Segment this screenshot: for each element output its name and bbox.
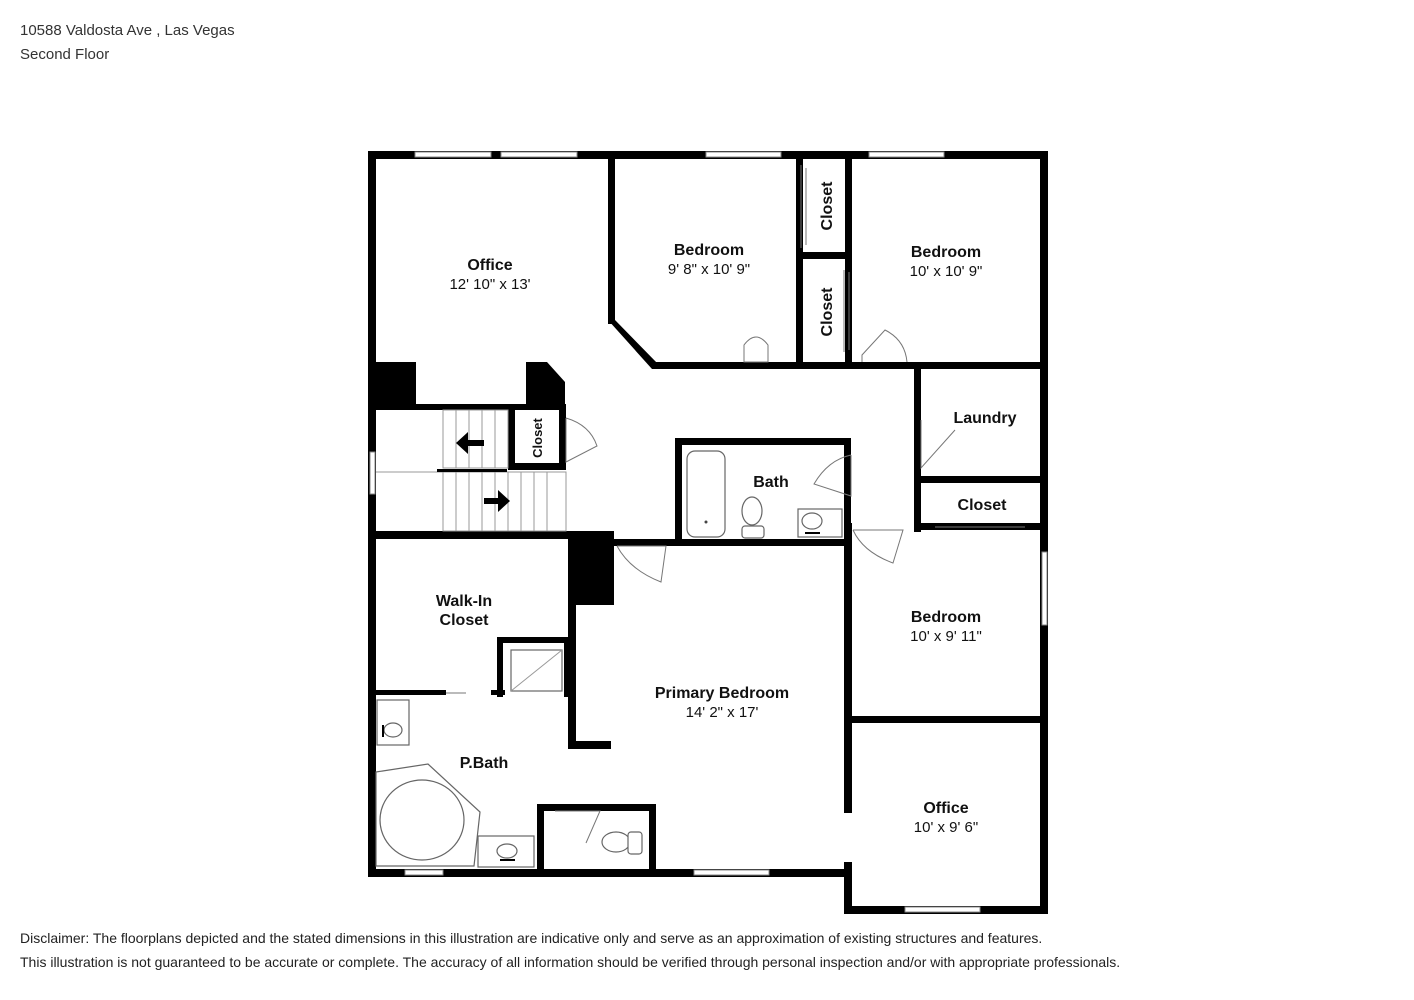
wall-bed-c-left <box>844 523 852 810</box>
room-name: P.Bath <box>460 755 509 772</box>
wall-pillar-right <box>526 362 565 408</box>
fixtures <box>375 450 843 868</box>
door-bedroom-b <box>861 329 908 363</box>
wall-bottom-left <box>368 869 852 877</box>
wall-bath-top <box>675 438 851 445</box>
door-bedroom-c <box>852 529 904 564</box>
wall-bottom-step <box>844 862 852 914</box>
wall-stair-closet-left <box>508 404 515 470</box>
wall-stair-bottom <box>376 531 614 539</box>
door-bath <box>813 454 852 497</box>
wall-pbath-top <box>376 690 446 695</box>
room-name: Bath <box>753 474 789 491</box>
wall-office-left <box>844 723 852 813</box>
wall-laundry-left <box>914 362 921 532</box>
room-dimensions: 10' x 9' 6" <box>914 819 978 836</box>
room-name: Walk-In <box>436 593 492 610</box>
disclaimer-line-2: This illustration is not guaranteed to b… <box>20 954 1121 970</box>
wall-bed-b-bottom <box>845 362 1048 369</box>
room-name: Office <box>923 800 968 817</box>
wall-right <box>1040 151 1048 914</box>
window <box>904 906 981 913</box>
room-labels: Office 12' 10" x 13' Bedroom 9' 8" x 10'… <box>436 181 1017 836</box>
wall-stair-closet-bottom <box>508 463 566 470</box>
window <box>500 151 578 158</box>
room-name: Closet <box>819 181 836 231</box>
room-name: Closet <box>440 612 490 629</box>
room-name: Bedroom <box>911 244 981 261</box>
wall-shower-stub <box>491 690 505 695</box>
doors <box>446 165 1025 844</box>
wall-bath-left <box>675 438 682 546</box>
wall-wc-top <box>537 804 656 811</box>
wall-bed-c-bottom <box>844 716 1048 723</box>
wall-wc-left <box>537 804 544 874</box>
wall-wc-right <box>649 804 656 874</box>
floor-label: Second Floor <box>20 46 110 63</box>
window <box>414 151 492 158</box>
door-stair-closet <box>565 417 598 463</box>
wall-left <box>368 151 376 877</box>
wall-closet-mid <box>796 252 852 259</box>
arrow-right-icon <box>484 490 510 512</box>
window <box>404 869 444 876</box>
window <box>705 151 782 158</box>
toilet-icon <box>601 831 631 853</box>
windows <box>369 151 1048 913</box>
wall-laundry-bottom <box>914 476 1048 483</box>
room-name: Laundry <box>953 410 1016 427</box>
room-name: Bedroom <box>674 242 744 259</box>
room-dimensions: 9' 8" x 10' 9" <box>668 261 750 278</box>
staircase <box>376 409 567 532</box>
room-name: Primary Bedroom <box>655 685 789 702</box>
room-dimensions: 12' 10" x 13' <box>449 276 530 293</box>
window <box>693 869 770 876</box>
door-bedroom-a <box>743 336 769 363</box>
wall-pillar-left <box>376 362 416 408</box>
wall-bath-bottom <box>614 539 851 546</box>
room-name: Closet <box>958 497 1008 514</box>
bathtub-icon <box>686 450 726 538</box>
property-address: 10588 Valdosta Ave , Las Vegas <box>20 22 235 39</box>
door-primary <box>616 545 667 583</box>
room-name: Office <box>467 257 512 274</box>
wall-bed-a-bottom <box>652 362 848 369</box>
room-dimensions: 10' x 10' 9" <box>910 263 983 280</box>
walls <box>368 151 1048 914</box>
room-dimensions: 10' x 9' 11" <box>910 628 982 645</box>
door-wc <box>555 810 601 844</box>
wall-stair-closet-right <box>559 404 566 470</box>
wall-walkin-right <box>568 531 576 749</box>
wall-shower-left <box>497 637 503 697</box>
arrow-left-icon <box>456 432 484 454</box>
room-name: Closet <box>530 417 545 457</box>
disclaimer-line-1: Disclaimer: The floorplans depicted and … <box>20 930 1043 946</box>
room-name: Bedroom <box>911 609 981 626</box>
wall-stair-top <box>376 404 566 410</box>
door-laundry <box>920 420 956 470</box>
room-name: Closet <box>819 287 836 337</box>
window <box>369 451 376 495</box>
wall-closet-left <box>796 159 803 369</box>
toilet-icon <box>741 496 763 526</box>
wall-walkin-stub <box>568 741 611 749</box>
room-dimensions: 14' 2" x 17' <box>686 704 759 721</box>
wall-shower-top <box>497 637 570 643</box>
wall-bed-a-diag <box>608 320 658 369</box>
window <box>868 151 945 158</box>
window <box>1041 551 1048 626</box>
wall-bed-a-left <box>608 159 615 324</box>
wall-closet-right <box>845 159 852 369</box>
wall-shower-right <box>564 637 570 697</box>
wall-bath-right <box>844 438 851 546</box>
